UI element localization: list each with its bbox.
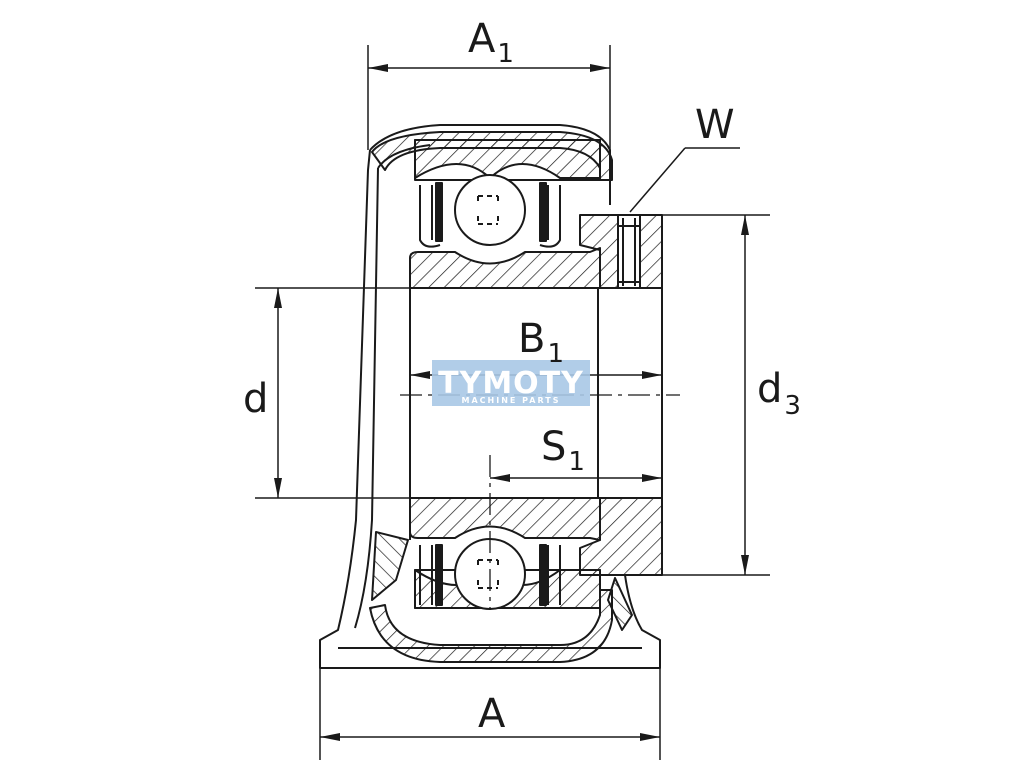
- label-d: d: [243, 376, 268, 422]
- watermark-background: [432, 360, 590, 406]
- inner-ring-top: [409, 247, 601, 289]
- label-b1: B1: [518, 316, 564, 369]
- outer-ring-top: [414, 139, 601, 181]
- ball-top: [419, 174, 561, 248]
- label-a1: A1: [468, 16, 514, 69]
- watermark-logo: TYMOTY MACHINE PARTS: [432, 360, 590, 406]
- label-s1: S1: [541, 424, 585, 477]
- inner-ring-bore: [409, 258, 663, 540]
- label-d3: d3: [757, 366, 801, 421]
- watermark-name: TYMOTY: [438, 366, 584, 401]
- watermark-tagline: MACHINE PARTS: [462, 396, 561, 405]
- inner-ring-bottom: [409, 497, 601, 541]
- locking-collar-top: [579, 214, 663, 289]
- label-w: W: [695, 102, 735, 148]
- label-a: A: [478, 691, 506, 737]
- dimension-labels: A1 W B1 d d3 S1 A: [243, 16, 801, 737]
